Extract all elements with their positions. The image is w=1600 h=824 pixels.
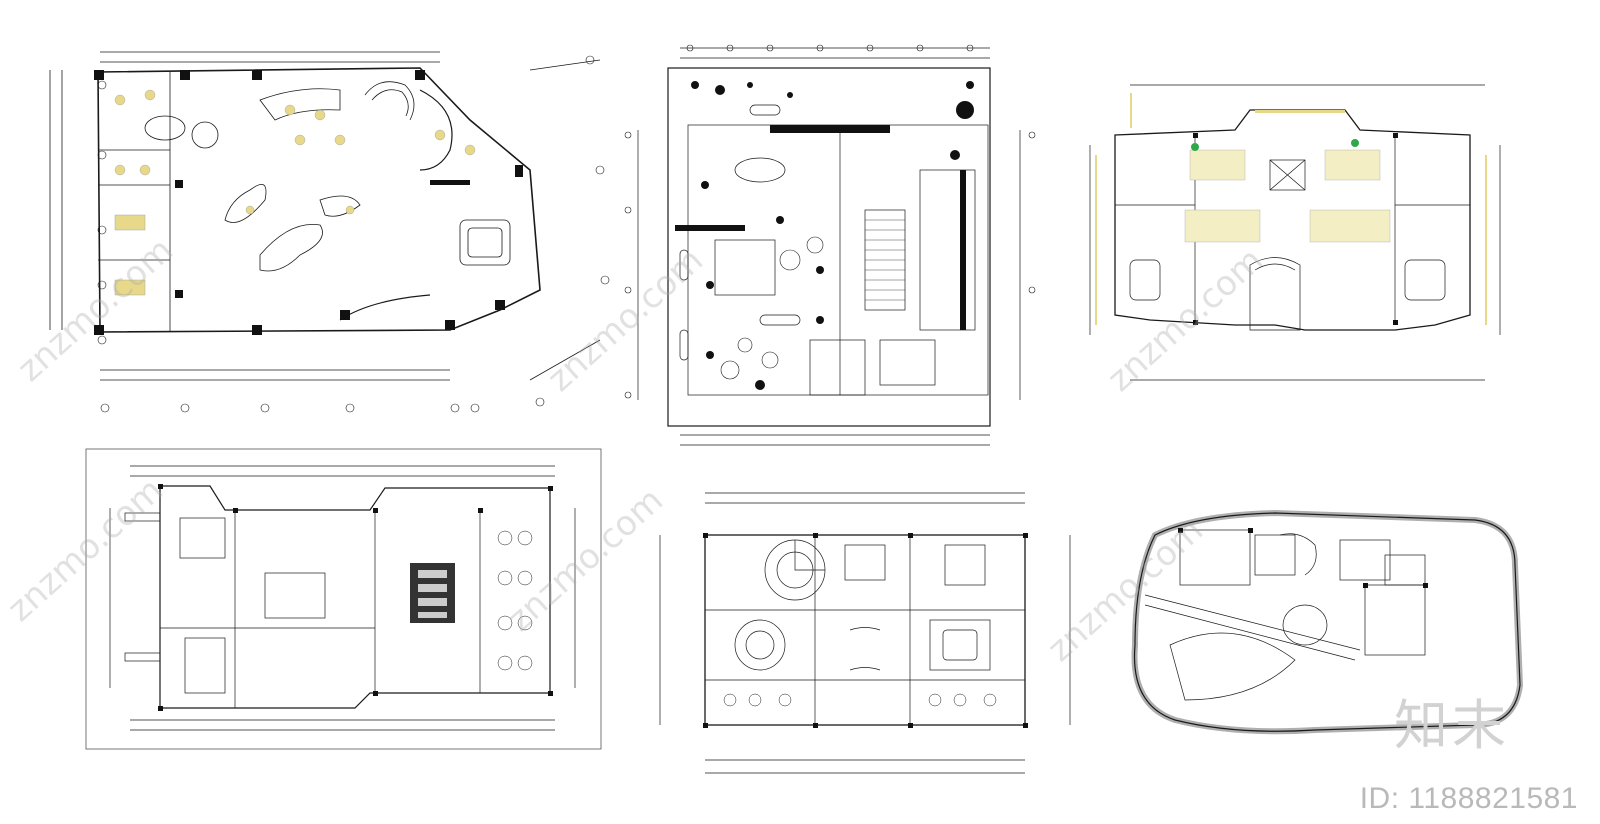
image-id-watermark: ID: 1188821581 [1359,782,1578,815]
plan-top-left [20,40,620,420]
brand-logo-watermark: 知末 [1394,694,1510,757]
plan-bottom-left [85,448,605,753]
plan-top-middle [620,40,1040,460]
plan-top-right [1075,75,1515,395]
plan-bottom-middle [645,485,1085,790]
plan-bottom-right [1115,485,1540,745]
